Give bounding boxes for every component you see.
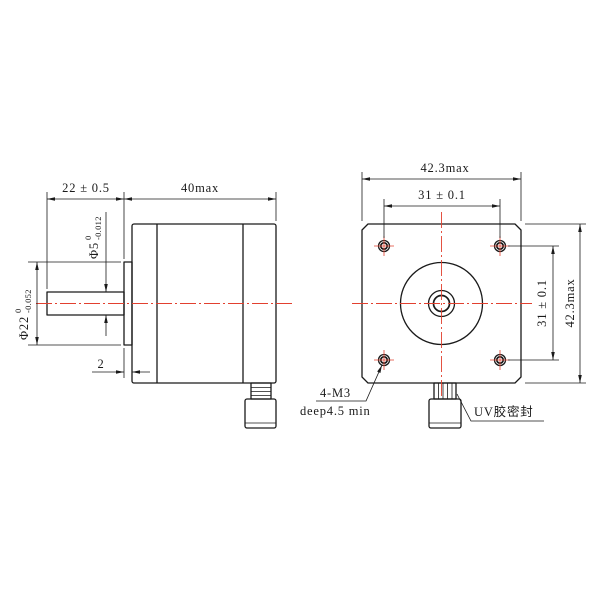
dim-shaft-diameter: Φ5 0 -0.012 — [83, 212, 108, 336]
connector-front — [428, 382, 462, 429]
dim-flange-height: 42.3max — [525, 223, 586, 384]
depth-note: deep4.5 min — [300, 404, 371, 418]
shaft-length-label: 22 ± 0.5 — [62, 181, 110, 195]
side-view: 22 ± 0.5 40max Φ22 0 -0.052 Φ5 0 — [13, 181, 294, 429]
dim-flange-width: 42.3max — [361, 161, 522, 221]
connector-neck — [250, 382, 272, 400]
shaft-diameter-label: Φ5 0 -0.012 — [83, 216, 103, 259]
dim-hole-pitch-horizontal: 31 ± 0.1 — [383, 188, 501, 238]
mounting-hole-bottom-right — [490, 350, 510, 370]
front-view: 42.3max 31 ± 0.1 31 ± 0.1 42.3max — [300, 161, 586, 429]
dim-boss-diameter: Φ22 0 -0.052 — [13, 261, 121, 346]
note-uv-seal: UV胶密封 — [456, 393, 544, 422]
connector-housing — [428, 398, 462, 429]
hole-pitch-vertical-label-group: 31 ± 0.1 — [535, 279, 549, 327]
flange-width-label: 42.3max — [421, 161, 470, 175]
boss-diameter-label: Φ22 0 -0.052 — [13, 289, 33, 340]
shaft-diameter-lower-tolerance: -0.012 — [93, 216, 103, 240]
flange-height-label: 42.3max — [563, 279, 577, 328]
dim-shaft-length: 22 ± 0.5 — [46, 181, 125, 289]
mounting-hole-top-left — [374, 236, 394, 256]
connector-neck — [433, 382, 457, 400]
mounting-hole-bottom-left — [374, 350, 394, 370]
front-flange-outline — [361, 223, 522, 384]
shaft-diameter-nominal: Φ5 — [87, 242, 101, 259]
dim-body-length: 40max — [124, 181, 277, 221]
note-mounting-thread: 4-M3 deep4.5 min — [300, 364, 383, 418]
hole-pitch-horizontal-label: 31 ± 0.1 — [418, 188, 466, 202]
dim-boss-height: 2 — [92, 348, 150, 378]
dim-hole-pitch-vertical: 31 ± 0.1 — [508, 245, 559, 361]
body-length-label: 40max — [181, 181, 219, 195]
hole-pitch-vertical-label: 31 ± 0.1 — [535, 279, 549, 327]
boss-diameter-upper-tolerance: 0 — [13, 308, 23, 313]
connector-housing — [244, 398, 277, 429]
shaft-diameter-upper-tolerance: 0 — [83, 235, 93, 240]
boss-height-label: 2 — [97, 357, 104, 371]
leader-line — [316, 364, 383, 402]
mounting-hole-top-right — [490, 236, 510, 256]
leader-line — [456, 393, 544, 422]
boss-diameter-nominal: Φ22 — [17, 316, 31, 340]
flange-height-label-group: 42.3max — [563, 279, 577, 328]
boss-diameter-lower-tolerance: -0.052 — [23, 289, 33, 313]
connector-side — [244, 382, 277, 429]
seal-note: UV胶密封 — [474, 404, 534, 419]
thread-note: 4-M3 — [320, 386, 351, 400]
